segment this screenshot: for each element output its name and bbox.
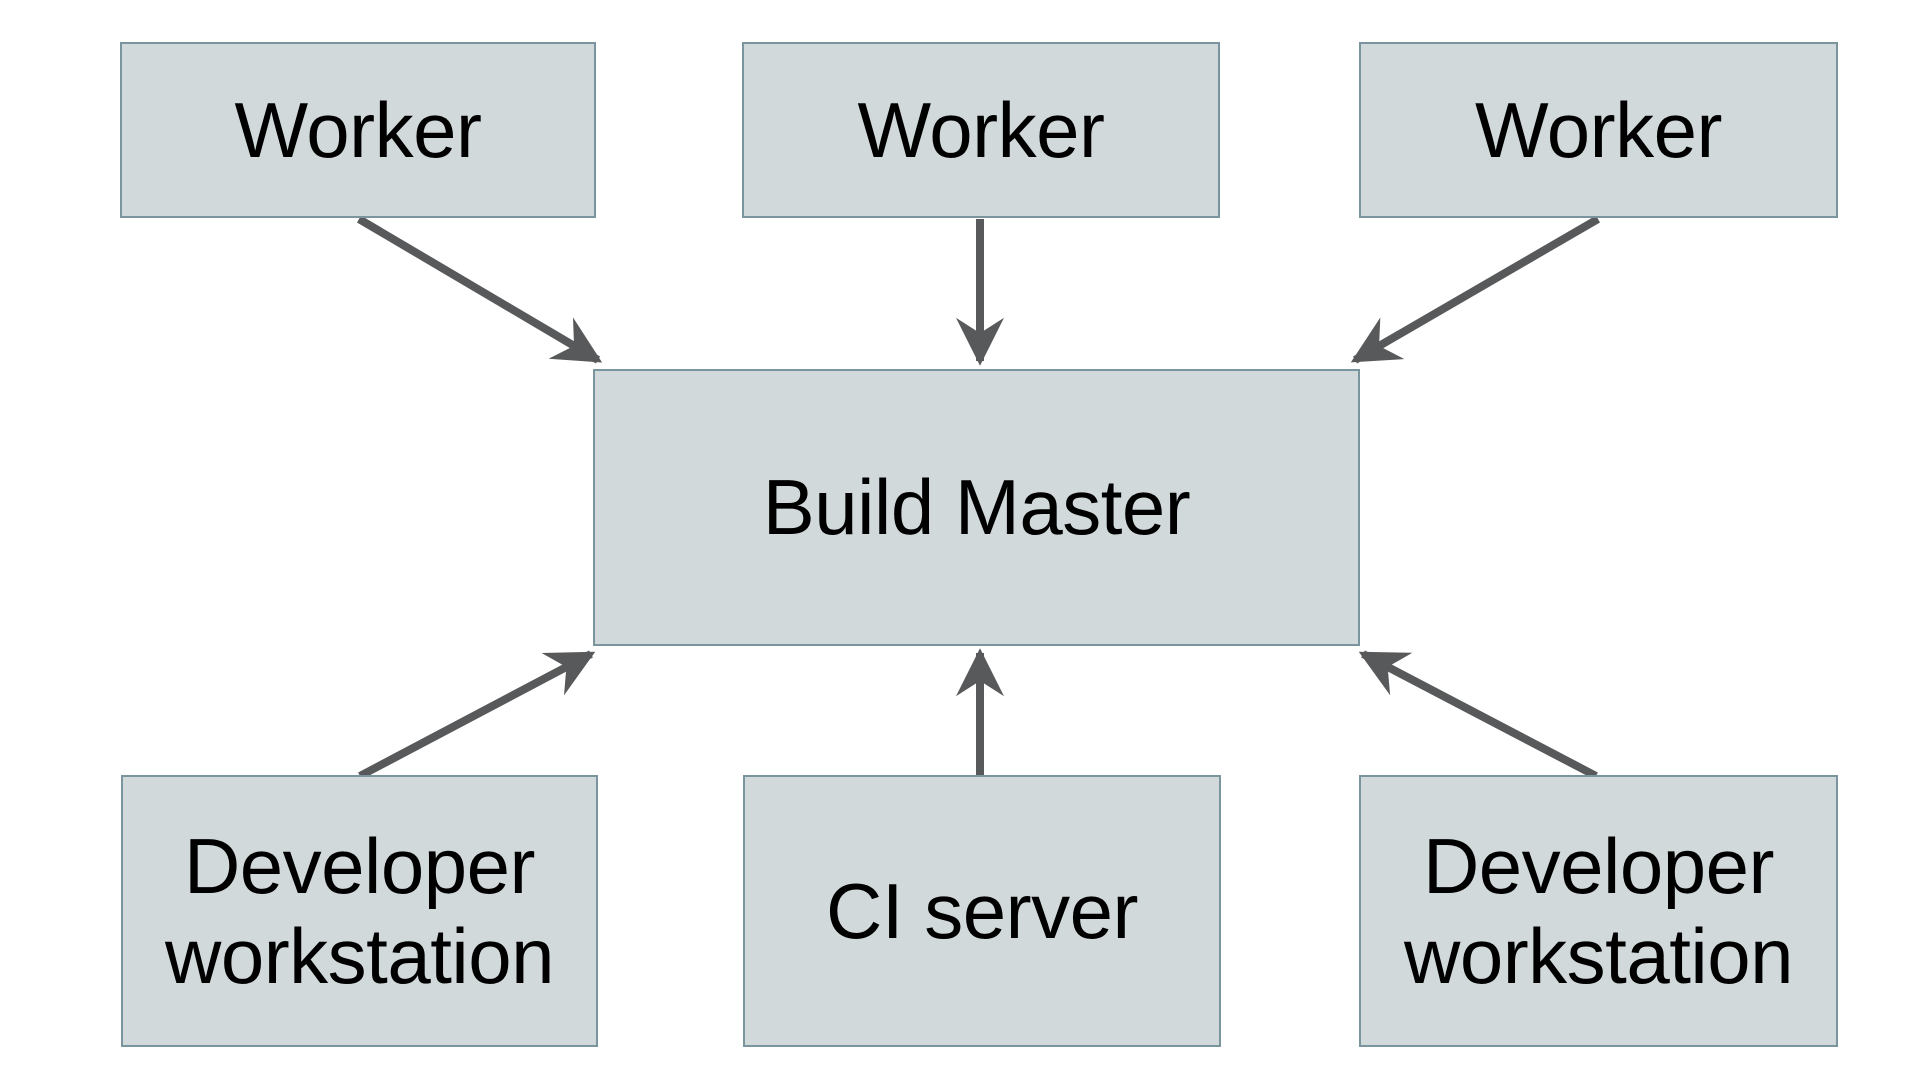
node-ci-server-label: CI server (826, 866, 1138, 955)
arrow-developer-workstation-right-to-build-master (1358, 650, 1598, 780)
node-developer-workstation-left-label: Developer workstation (165, 821, 555, 1000)
node-developer-workstation-left: Developer workstation (121, 775, 598, 1047)
node-worker-center: Worker (742, 42, 1220, 218)
node-developer-workstation-right-label: Developer workstation (1404, 821, 1794, 1000)
node-ci-server: CI server (743, 775, 1221, 1047)
node-worker-right-label: Worker (1475, 85, 1722, 174)
arrow-developer-workstation-left-to-build-master (358, 650, 596, 780)
node-worker-right: Worker (1359, 42, 1838, 218)
node-build-master: Build Master (593, 369, 1360, 646)
node-worker-center-label: Worker (857, 85, 1105, 174)
node-worker-left-label: Worker (234, 85, 482, 174)
arrow-worker-left-to-build-master (356, 215, 603, 364)
node-worker-left: Worker (120, 42, 596, 218)
arrow-worker-right-to-build-master (1350, 215, 1601, 364)
node-developer-workstation-right: Developer workstation (1359, 775, 1838, 1047)
node-build-master-label: Build Master (762, 463, 1191, 552)
